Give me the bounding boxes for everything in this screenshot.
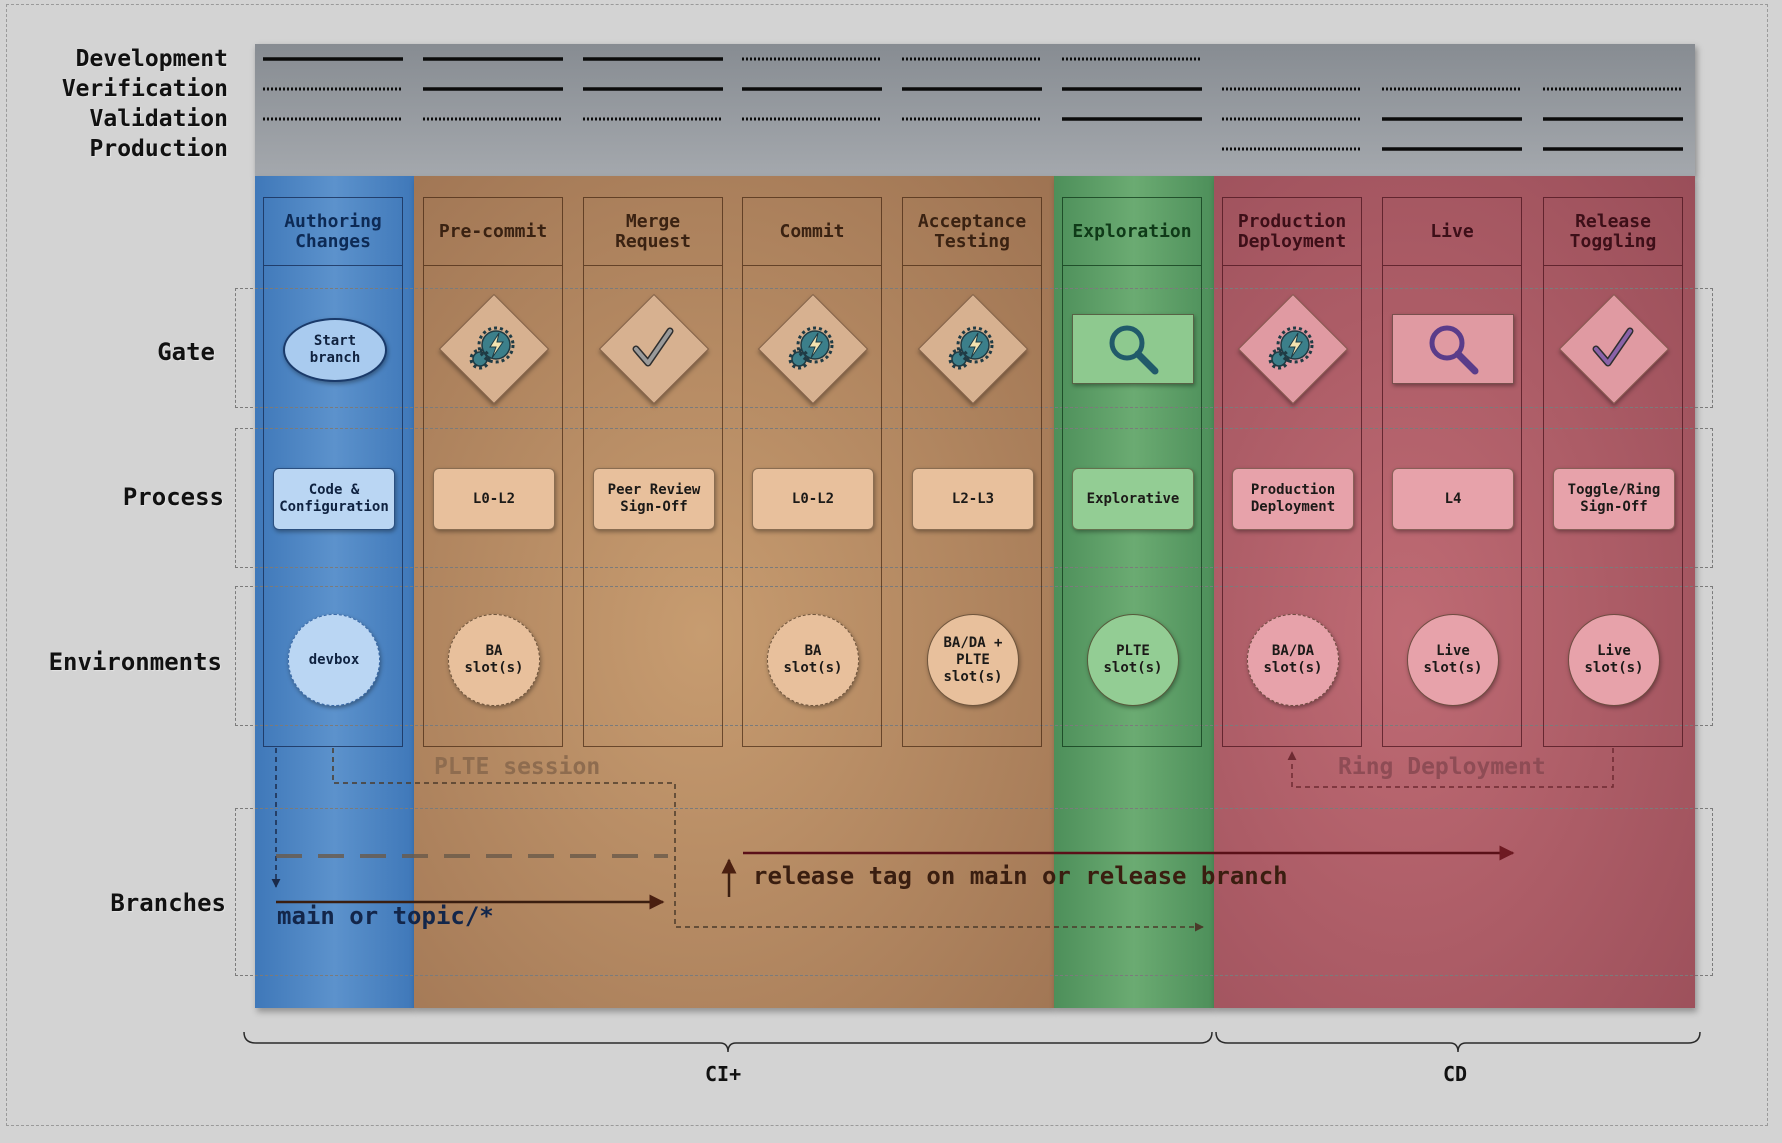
ring-deployment-path <box>1287 748 1614 788</box>
plte-session-path <box>332 748 1204 932</box>
environment-commit: BA slot(s) <box>767 614 859 706</box>
environment-live: Live slot(s) <box>1407 614 1499 706</box>
column-title-live: Live <box>1383 198 1521 266</box>
process-precommit: L0-L2 <box>433 468 555 530</box>
column-live: Live <box>1382 197 1522 747</box>
outer-frame <box>6 4 1768 1126</box>
process-release: Toggle/Ring Sign-Off <box>1553 468 1675 530</box>
column-exploration: Exploration <box>1062 197 1202 747</box>
column-title-acceptance: Acceptance Testing <box>903 198 1041 266</box>
gear-lightning-icon <box>1265 321 1319 375</box>
group-label-ci: CI+ <box>705 1062 742 1086</box>
magnifier-icon <box>1423 319 1483 379</box>
column-proddeploy: Production Deployment <box>1222 197 1362 747</box>
group-label-cd: CD <box>1443 1062 1468 1086</box>
legend-production: Production <box>89 136 228 162</box>
row-label-gate: Gate <box>157 338 215 366</box>
legend-verification: Verification <box>61 76 228 102</box>
environment-proddeploy: BA/DA slot(s) <box>1247 614 1339 706</box>
row-box-environments <box>235 586 1713 726</box>
gear-lightning-icon <box>945 321 999 375</box>
process-live: L4 <box>1392 468 1514 530</box>
process-authoring: Code & Configuration <box>273 468 395 530</box>
gear-lightning-icon <box>466 321 520 375</box>
stage-header-strip <box>255 44 1695 176</box>
column-title-exploration: Exploration <box>1063 198 1201 266</box>
process-commit: L0-L2 <box>752 468 874 530</box>
magnifier-icon <box>1103 319 1163 379</box>
row-box-process <box>235 428 1713 568</box>
column-merge: Merge Request <box>583 197 723 747</box>
column-title-commit: Commit <box>743 198 881 266</box>
bracket-cd <box>1215 1031 1701 1053</box>
gate-rect-live <box>1392 314 1514 384</box>
gate-start-branch: Start branch <box>283 318 387 382</box>
main-topic-label: main or topic/* <box>277 902 494 930</box>
environment-exploration: PLTE slot(s) <box>1087 614 1179 706</box>
ring-deployment-label: Ring Deployment <box>1338 754 1546 780</box>
band-authoring <box>255 176 414 1008</box>
release-tag-label: release tag on main or release branch <box>753 862 1288 890</box>
checkmark-icon <box>626 321 680 375</box>
column-authoring: Authoring Changes <box>263 197 403 747</box>
row-label-environments: Environments <box>48 648 222 676</box>
row-box-branches <box>235 808 1713 976</box>
process-acceptance: L2-L3 <box>912 468 1034 530</box>
column-title-proddeploy: Production Deployment <box>1223 198 1361 266</box>
environment-authoring: devbox <box>288 614 380 706</box>
bracket-ci <box>243 1031 1213 1053</box>
row-box-gate <box>235 288 1713 408</box>
column-precommit: Pre-commit <box>423 197 563 747</box>
environment-release: Live slot(s) <box>1568 614 1660 706</box>
legend-development: Development <box>75 46 228 72</box>
environment-acceptance: BA/DA + PLTE slot(s) <box>927 614 1019 706</box>
column-title-release: Release Toggling <box>1544 198 1682 266</box>
process-exploration: Explorative <box>1072 468 1194 530</box>
row-label-branches: Branches <box>110 889 226 917</box>
legend-validation: Validation <box>89 106 228 132</box>
process-proddeploy: Production Deployment <box>1232 468 1354 530</box>
gate-rect-exploration <box>1072 314 1194 384</box>
row-label-process: Process <box>122 483 224 511</box>
environment-precommit: BA slot(s) <box>448 614 540 706</box>
checkmark-icon <box>1586 321 1640 375</box>
column-title-merge: Merge Request <box>584 198 722 266</box>
column-title-authoring: Authoring Changes <box>264 198 402 266</box>
process-merge: Peer Review Sign-Off <box>593 468 715 530</box>
column-release: Release Toggling <box>1543 197 1683 747</box>
column-title-precommit: Pre-commit <box>424 198 562 266</box>
column-acceptance: Acceptance Testing <box>902 197 1042 747</box>
column-commit: Commit <box>742 197 882 747</box>
plte-session-label: PLTE session <box>434 754 601 780</box>
gear-lightning-icon <box>785 321 839 375</box>
